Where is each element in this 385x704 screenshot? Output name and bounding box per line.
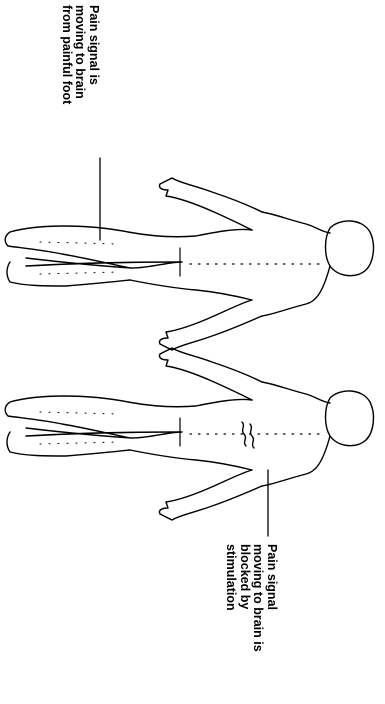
label-line: from painful foot bbox=[60, 5, 74, 104]
label-pain-signal: Pain signal is moving to brain from pain… bbox=[60, 5, 101, 104]
label-line: Pain signal bbox=[265, 544, 279, 652]
label-line: moving to brain is bbox=[251, 544, 265, 652]
label-line: Pain signal is bbox=[87, 5, 101, 104]
label-line: blocked by bbox=[238, 544, 252, 652]
label-line: stimulation bbox=[224, 544, 238, 652]
upper-body-outline bbox=[5, 178, 373, 350]
lower-body-outline bbox=[5, 348, 373, 520]
label-blocked-signal: Pain signal moving to brain is blocked b… bbox=[224, 544, 278, 652]
label-line: moving to brain bbox=[73, 5, 87, 104]
